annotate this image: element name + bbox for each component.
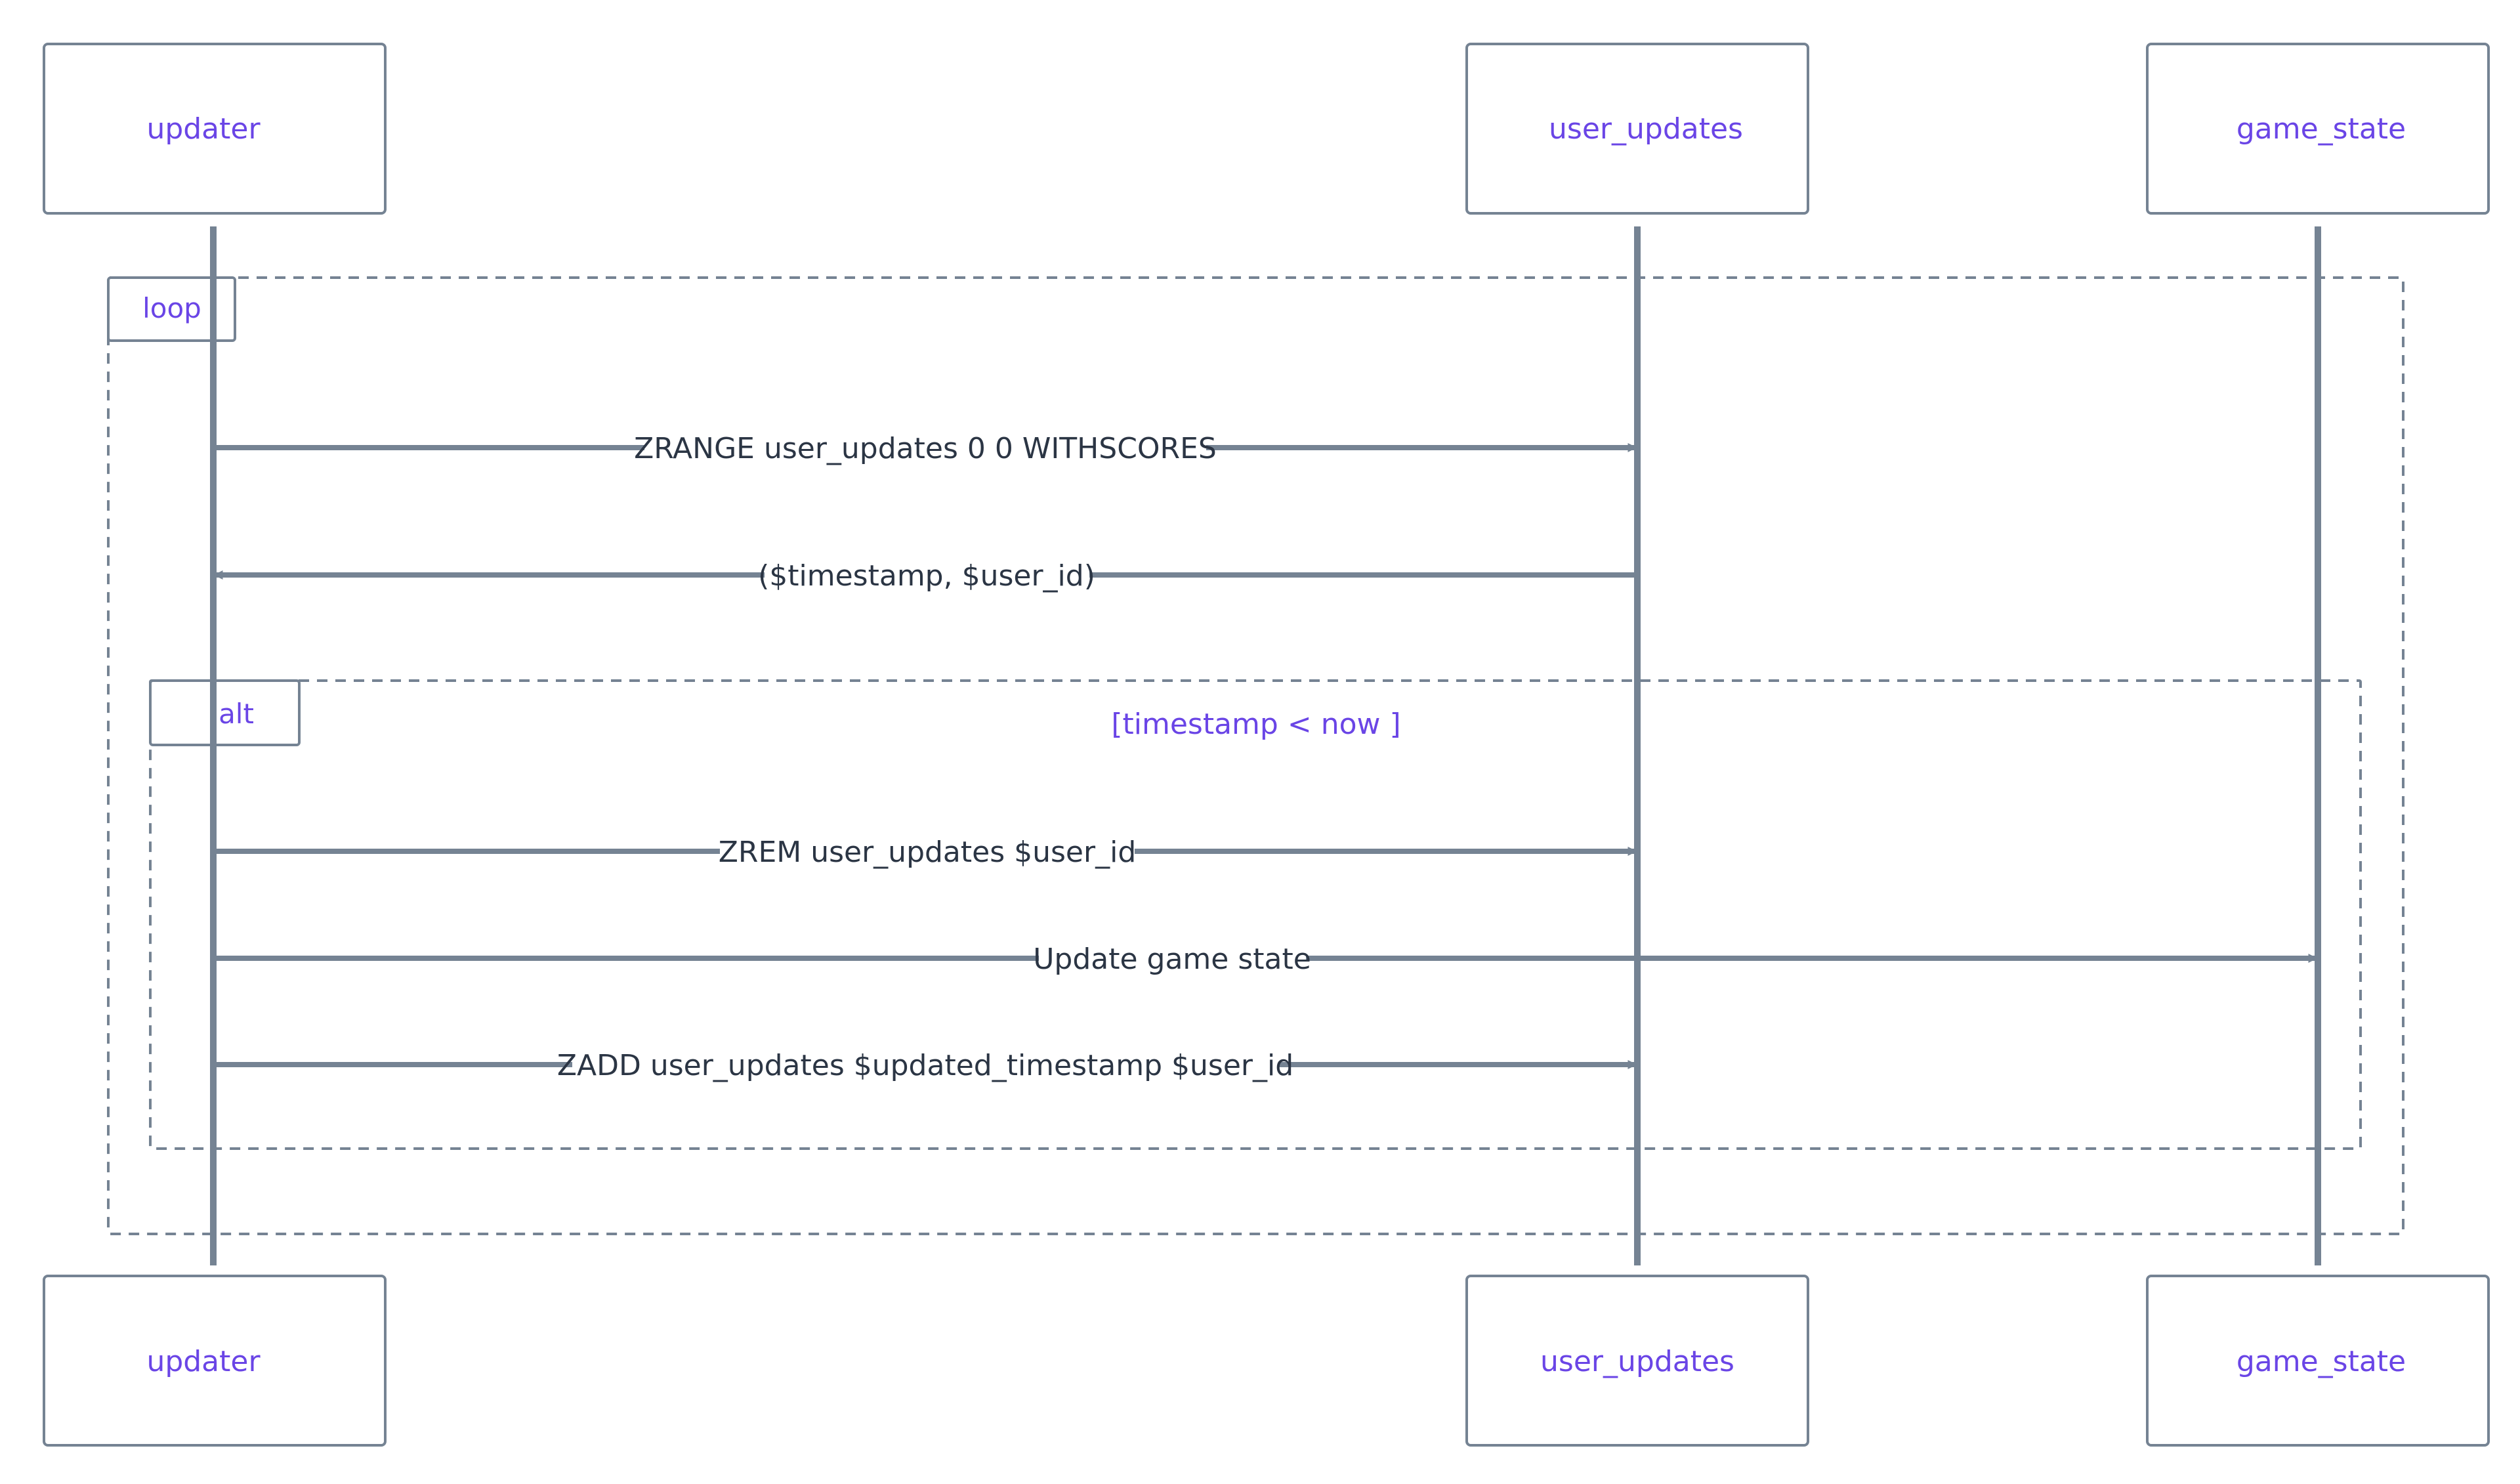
message-label-zrange: ZRANGE user_updates 0 0 WITHSCORES (634, 432, 1217, 465)
participant-box-user-updates-top (1465, 43, 1809, 215)
loop-frame (107, 276, 2404, 1235)
message-label-zrem: ZREM user_updates $user_id (719, 836, 1137, 869)
participant-box-user-updates-bottom (1465, 1275, 1809, 1447)
message-label-bg-zrange (644, 424, 1206, 470)
message-label-bg-zadd (572, 1041, 1278, 1087)
message-label-timestamp-return: ($timestamp, $user_id) (758, 559, 1095, 593)
message-label-zadd: ZADD user_updates $updated_timestamp $us… (557, 1049, 1293, 1082)
message-label-bg-zrem (720, 828, 1135, 874)
alt-label: alt (219, 698, 254, 730)
participant-box-updater-bottom (43, 1275, 387, 1447)
message-label-bg-timestamp-return (765, 551, 1089, 597)
alt-guard: [timestamp < now ] (1111, 708, 1400, 741)
alt-label-box (149, 679, 301, 746)
message-label-bg-update-game-state (1039, 935, 1306, 981)
message-label-update-game-state: Update game state (1033, 943, 1311, 976)
participant-label-updater-bottom: updater (146, 1345, 261, 1378)
participant-label-updater-top: updater (146, 112, 261, 146)
lifelines (210, 226, 2321, 1265)
alt-frame (149, 679, 2362, 1150)
participant-box-game-state-top (2146, 43, 2490, 215)
messages: ZRANGE user_updates 0 0 WITHSCORES ($tim… (213, 424, 2318, 1087)
participant-box-game-state-bottom (2146, 1275, 2490, 1447)
loop-fragment: loop (107, 276, 2404, 1235)
loop-label: loop (142, 292, 201, 324)
participant-label-game-state-bottom: game_state (2236, 1345, 2406, 1378)
participant-label-game-state-top: game_state (2236, 112, 2406, 146)
alt-fragment: alt [timestamp < now ] (149, 679, 2362, 1150)
participants-top: updater user_updates game_state (43, 43, 2490, 215)
participant-label-user-updates-top: user_updates (1549, 112, 1743, 146)
loop-label-box (107, 276, 236, 342)
participants-bottom: updater user_updates game_state (43, 1275, 2490, 1447)
participant-box-updater-top (43, 43, 387, 215)
participant-label-user-updates-bottom: user_updates (1540, 1345, 1734, 1378)
